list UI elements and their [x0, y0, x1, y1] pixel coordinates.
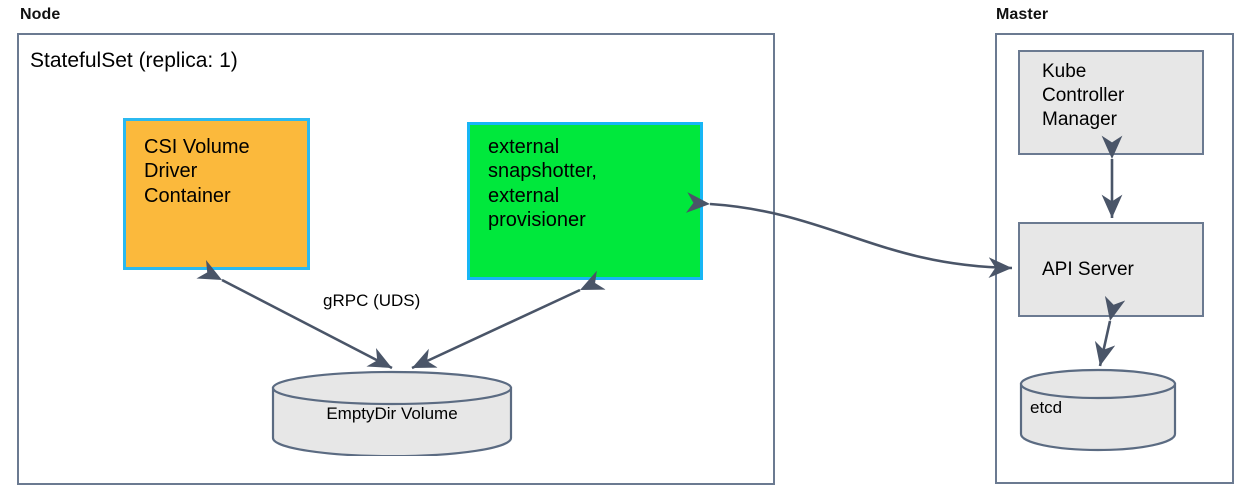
external-sidecars-label: external snapshotter, external provision…	[488, 136, 597, 232]
etcd-shape	[1019, 368, 1177, 452]
etcd-cylinder[interactable]	[1018, 368, 1178, 454]
node-group-label: Node	[20, 6, 61, 23]
emptydir-volume-cylinder[interactable]	[270, 370, 514, 458]
emptydir-volume-shape	[271, 370, 513, 458]
csi-volume-driver-container-label: CSI Volume Driver Container	[144, 136, 250, 207]
kube-controller-manager-box[interactable]: Kube Controller Manager	[1018, 50, 1204, 155]
external-sidecars-box[interactable]: external snapshotter, external provision…	[467, 122, 703, 280]
etcd-label: etcd	[1030, 398, 1063, 417]
api-server-box[interactable]: API Server	[1018, 222, 1204, 317]
api-server-label: API Server	[1042, 258, 1134, 280]
emptydir-volume-label: EmptyDir Volume	[326, 404, 458, 423]
csi-volume-driver-container-box[interactable]: CSI Volume Driver Container	[123, 118, 310, 270]
statefulset-title: StatefulSet (replica: 1)	[30, 49, 238, 72]
grpc-uds-edge-label: gRPC (UDS)	[323, 291, 421, 310]
kube-controller-manager-label: Kube Controller Manager	[1042, 61, 1125, 130]
master-group-label: Master	[996, 6, 1049, 23]
